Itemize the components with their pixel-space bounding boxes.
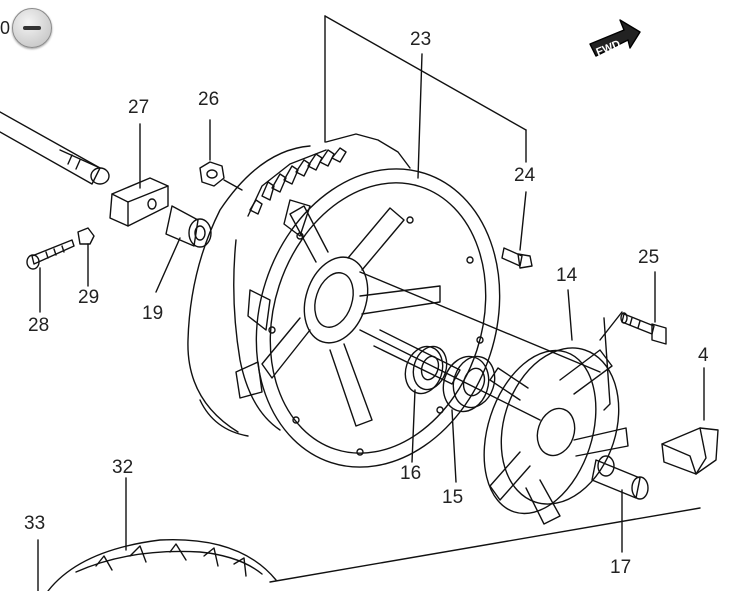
- callout-25: 25: [638, 247, 660, 268]
- bolt-24: [501, 247, 533, 269]
- callout-29: 29: [78, 287, 100, 308]
- callout-28: 28: [28, 315, 50, 336]
- tire: [47, 538, 277, 591]
- callout-32: 32: [112, 457, 134, 478]
- bearing-16: [404, 345, 448, 395]
- zoom-out-button[interactable]: [12, 8, 52, 48]
- sprocket-hub: [187, 133, 411, 437]
- callout-4: 4: [698, 345, 709, 366]
- wheel-disc: [255, 168, 501, 468]
- callout-16: 16: [400, 463, 422, 484]
- callout-15: 15: [442, 487, 464, 508]
- callout-17: 17: [610, 557, 632, 578]
- spacer: [155, 205, 212, 293]
- callout-26: 26: [198, 89, 220, 110]
- leader-lines: [37, 15, 705, 591]
- nut-26: [199, 119, 243, 191]
- callout-33: 33: [24, 513, 46, 534]
- clip-4: [661, 427, 719, 475]
- axle-shaft: [0, 111, 110, 185]
- minus-icon: [23, 26, 41, 30]
- bearing-15: [442, 355, 496, 413]
- callout-27: 27: [128, 97, 150, 118]
- callout-14: 14: [556, 265, 578, 286]
- partial-label: 0: [0, 18, 11, 38]
- bolt-28: [26, 227, 95, 313]
- callout-23: 23: [410, 29, 432, 50]
- callout-24: 24: [514, 165, 536, 186]
- stud-17: [591, 455, 649, 500]
- callout-19: 19: [142, 303, 164, 324]
- hub-carrier: [483, 317, 629, 525]
- fwd-arrow-icon: FWD: [589, 19, 641, 59]
- adjuster-block: [109, 123, 169, 227]
- bolt-25: [620, 312, 667, 345]
